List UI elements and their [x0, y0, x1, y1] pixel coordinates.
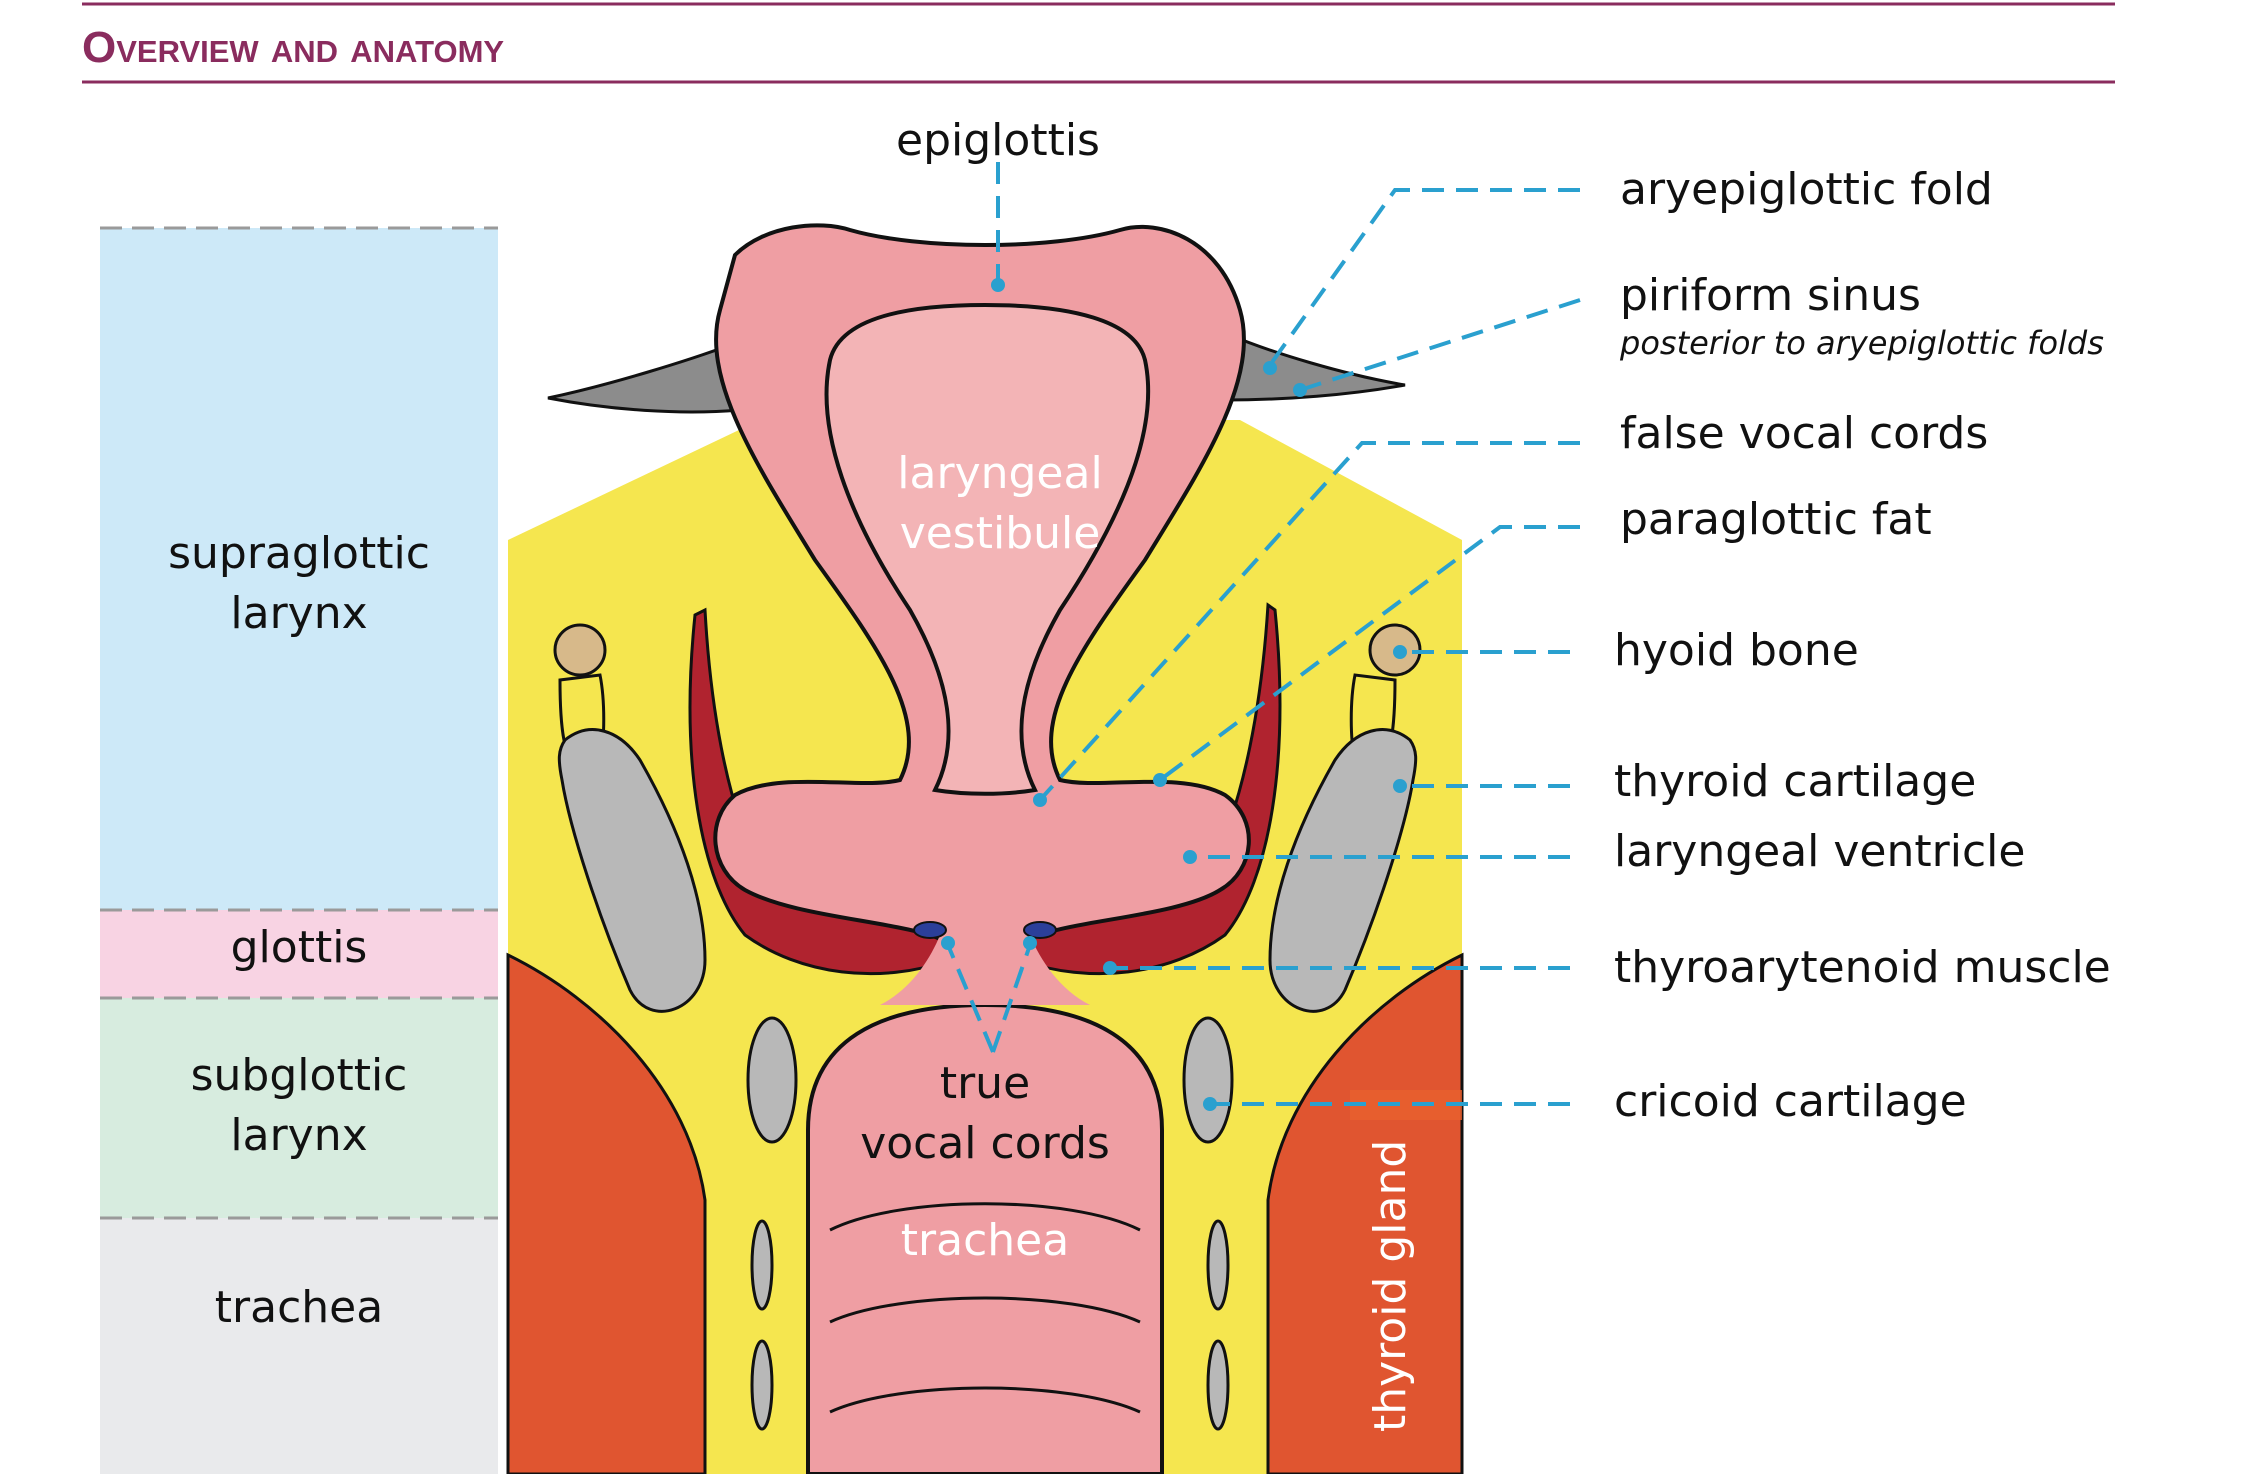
leader-dot: [1023, 936, 1037, 950]
thyroid-gland-left: [506, 952, 707, 1474]
region-trachea-band: [100, 1218, 498, 1474]
leader-dot: [1393, 645, 1407, 659]
laryngeal-ventricle-label: laryngeal ventricle: [1614, 826, 2025, 877]
leader-piriform-sinus: [1299, 298, 1581, 392]
leader-paraglottic-fat: [1158, 525, 1580, 782]
region-trachea-label: trachea: [215, 1282, 383, 1333]
cricoid-cartilage-label: cricoid cartilage: [1614, 1076, 1967, 1127]
vestibule-label: laryngeal: [897, 448, 1102, 499]
thyroarytenoid-muscle-label: thyroarytenoid muscle: [1614, 942, 2111, 993]
vestibule-label-2: vestibule: [900, 508, 1101, 559]
tracheal-cartilage: [1206, 1339, 1230, 1431]
epiglottis-label: epiglottis: [896, 115, 1100, 166]
tracheal-ring: [829, 1386, 1141, 1414]
leader-dot: [991, 278, 1005, 292]
leader-dot: [941, 936, 955, 950]
leader-false-vocal-cords: [1038, 441, 1580, 802]
aryepiglottic-fold-label: aryepiglottic fold: [1620, 164, 1993, 215]
true-vocal-cord-right: [1023, 921, 1057, 939]
trachea-tube: [806, 1002, 1164, 1474]
tracheal-ring: [829, 1202, 1141, 1232]
aryepiglottic-fold-right: [1223, 332, 1406, 402]
cricoid-cartilage-right: [1182, 1016, 1234, 1144]
thyroid-cartilage-right: [1268, 728, 1418, 1013]
thyroid-cartilage-label: thyroid cartilage: [1614, 756, 1976, 807]
region-supraglottic-band: [100, 228, 498, 910]
leader-lines: [941, 162, 1581, 1111]
thyroid-cartilage-left: [557, 728, 707, 1013]
leader-dot: [1153, 773, 1167, 787]
leader-dot: [1263, 361, 1277, 375]
leader-true-cords-right: [991, 944, 1032, 1053]
leader-dot: [1033, 793, 1047, 807]
paraglottic-fat-label: paraglottic fat: [1620, 494, 1932, 545]
region-subglottic-label-2: larynx: [230, 1110, 367, 1161]
leader-dot: [1103, 961, 1117, 975]
tracheal-cartilage: [1206, 1219, 1230, 1311]
laryngeal-vestibule: [824, 302, 1151, 796]
aryepiglottic-fold-left: [547, 342, 742, 414]
true-vocal-cord-left: [913, 921, 947, 939]
leader-aryepiglottic-fold: [1268, 188, 1580, 367]
leader-dot: [1203, 1097, 1217, 1111]
leader-true-cords-left: [946, 944, 995, 1053]
page-title: Overview and anatomy: [82, 23, 504, 72]
tracheal-cartilage: [750, 1219, 774, 1311]
trachea-label: trachea: [901, 1215, 1069, 1266]
leader-dot: [1183, 850, 1197, 864]
hyoid-bone-label: hyoid bone: [1614, 625, 1859, 676]
false-vocal-cords-label: false vocal cords: [1620, 408, 1988, 459]
true-cords-label-2: vocal cords: [860, 1118, 1110, 1169]
leader-dot: [1293, 383, 1307, 397]
region-subglottic-band: [100, 998, 498, 1218]
true-cords-label: true: [940, 1058, 1030, 1109]
leader-dot: [1393, 779, 1407, 793]
region-subglottic-label: subglottic: [191, 1050, 408, 1101]
hyoid-bone-left: [553, 623, 607, 677]
region-glottis-band: [100, 910, 498, 998]
region-supraglottic-label: supraglottic: [168, 528, 430, 579]
region-supraglottic-label-2: larynx: [230, 588, 367, 639]
tracheal-cartilage: [750, 1339, 774, 1431]
thyroid-gland-right: [1266, 952, 1464, 1474]
cricoid-cartilage-left: [746, 1016, 798, 1144]
thyroid-gland-highlight: [1350, 1090, 1462, 1120]
tracheal-ring: [829, 1296, 1141, 1324]
region-column: supraglottic larynx glottis subglottic l…: [100, 226, 498, 1474]
region-glottis-label: glottis: [231, 922, 368, 973]
thyroid-gland-label: thyroid gland: [1365, 1140, 1416, 1432]
piriform-sinus-note: posterior to aryepiglottic folds: [1619, 324, 2104, 362]
glottic-opening: [880, 935, 1090, 1005]
piriform-sinus-label: piriform sinus: [1620, 270, 1921, 321]
